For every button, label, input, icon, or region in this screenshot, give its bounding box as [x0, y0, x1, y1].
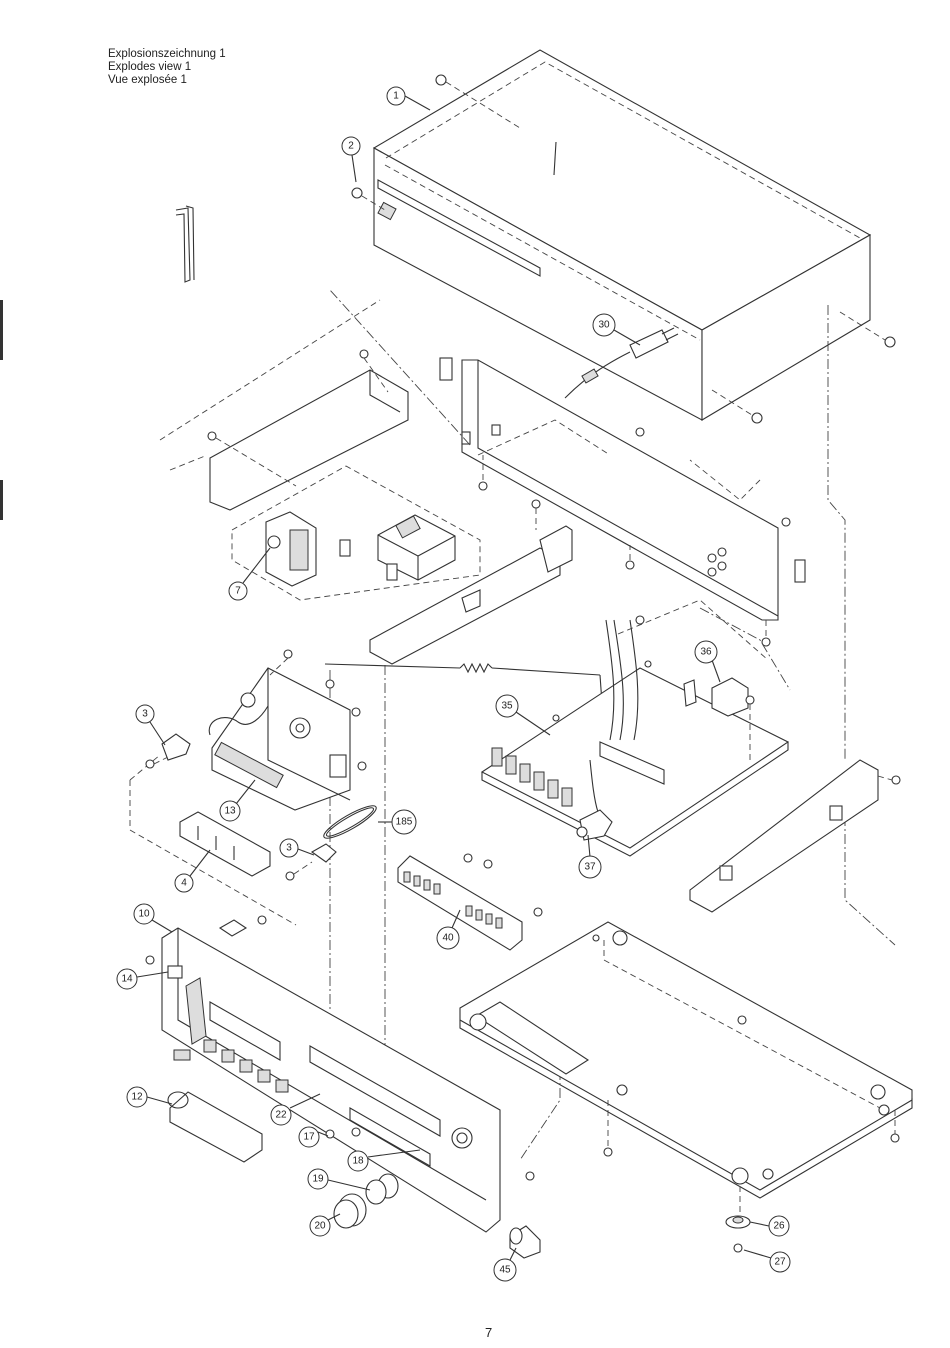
foot — [726, 1186, 750, 1252]
potentiometer — [510, 1226, 540, 1258]
callout-27: 27 — [744, 1250, 790, 1272]
callout-2: 2 — [342, 137, 360, 182]
callout-4: 4 — [175, 850, 210, 892]
callout-185: 185 — [378, 810, 416, 834]
side-bracket-left — [208, 350, 408, 510]
callout-26: 26 — [750, 1216, 789, 1236]
callout-13: 13 — [220, 780, 255, 821]
drive-belt — [321, 801, 380, 843]
svg-text:3: 3 — [286, 843, 292, 854]
callout-19: 19 — [308, 1169, 370, 1190]
callout-37: 37 — [579, 835, 601, 878]
svg-text:10: 10 — [138, 909, 150, 920]
tape-mechanism — [146, 650, 366, 810]
display-board — [398, 854, 542, 950]
svg-text:2: 2 — [348, 141, 354, 152]
svg-text:35: 35 — [501, 701, 513, 712]
callout-1: 1 — [387, 87, 430, 110]
main-pcb — [482, 616, 788, 856]
allen-key — [176, 206, 194, 282]
callout-3: 3 — [136, 705, 165, 745]
svg-text:185: 185 — [396, 817, 413, 828]
fuse-board — [266, 512, 397, 586]
callout-3-lower: 3 — [280, 839, 314, 857]
svg-text:14: 14 — [121, 974, 133, 985]
svg-text:7: 7 — [235, 586, 241, 597]
svg-text:1: 1 — [393, 91, 399, 102]
svg-text:4: 4 — [181, 878, 187, 889]
svg-text:18: 18 — [352, 1156, 364, 1167]
svg-text:26: 26 — [773, 1221, 785, 1232]
front-panel — [146, 916, 534, 1232]
callout-7: 7 — [229, 548, 270, 600]
drive-belt-inner — [324, 804, 376, 840]
bottom-plate — [460, 922, 912, 1198]
svg-text:19: 19 — [312, 1174, 324, 1185]
rotary-knob — [334, 1174, 398, 1228]
callout-14: 14 — [117, 969, 168, 989]
svg-text:3: 3 — [142, 709, 148, 720]
svg-text:37: 37 — [584, 862, 596, 873]
svg-text:20: 20 — [314, 1221, 326, 1232]
cassette-door — [168, 1092, 262, 1162]
svg-text:12: 12 — [131, 1092, 143, 1103]
svg-text:27: 27 — [774, 1257, 786, 1268]
svg-text:13: 13 — [224, 806, 236, 817]
svg-text:30: 30 — [598, 320, 610, 331]
callout-12: 12 — [127, 1087, 172, 1107]
svg-text:40: 40 — [442, 933, 454, 944]
svg-text:17: 17 — [303, 1132, 315, 1143]
page-number: 7 — [485, 1325, 492, 1340]
callout-45: 45 — [494, 1248, 516, 1281]
svg-text:45: 45 — [499, 1265, 511, 1276]
callout-36: 36 — [695, 641, 720, 682]
callout-35: 35 — [496, 695, 550, 735]
svg-text:22: 22 — [275, 1110, 287, 1121]
callout-10: 10 — [134, 904, 172, 932]
svg-text:36: 36 — [700, 647, 712, 658]
